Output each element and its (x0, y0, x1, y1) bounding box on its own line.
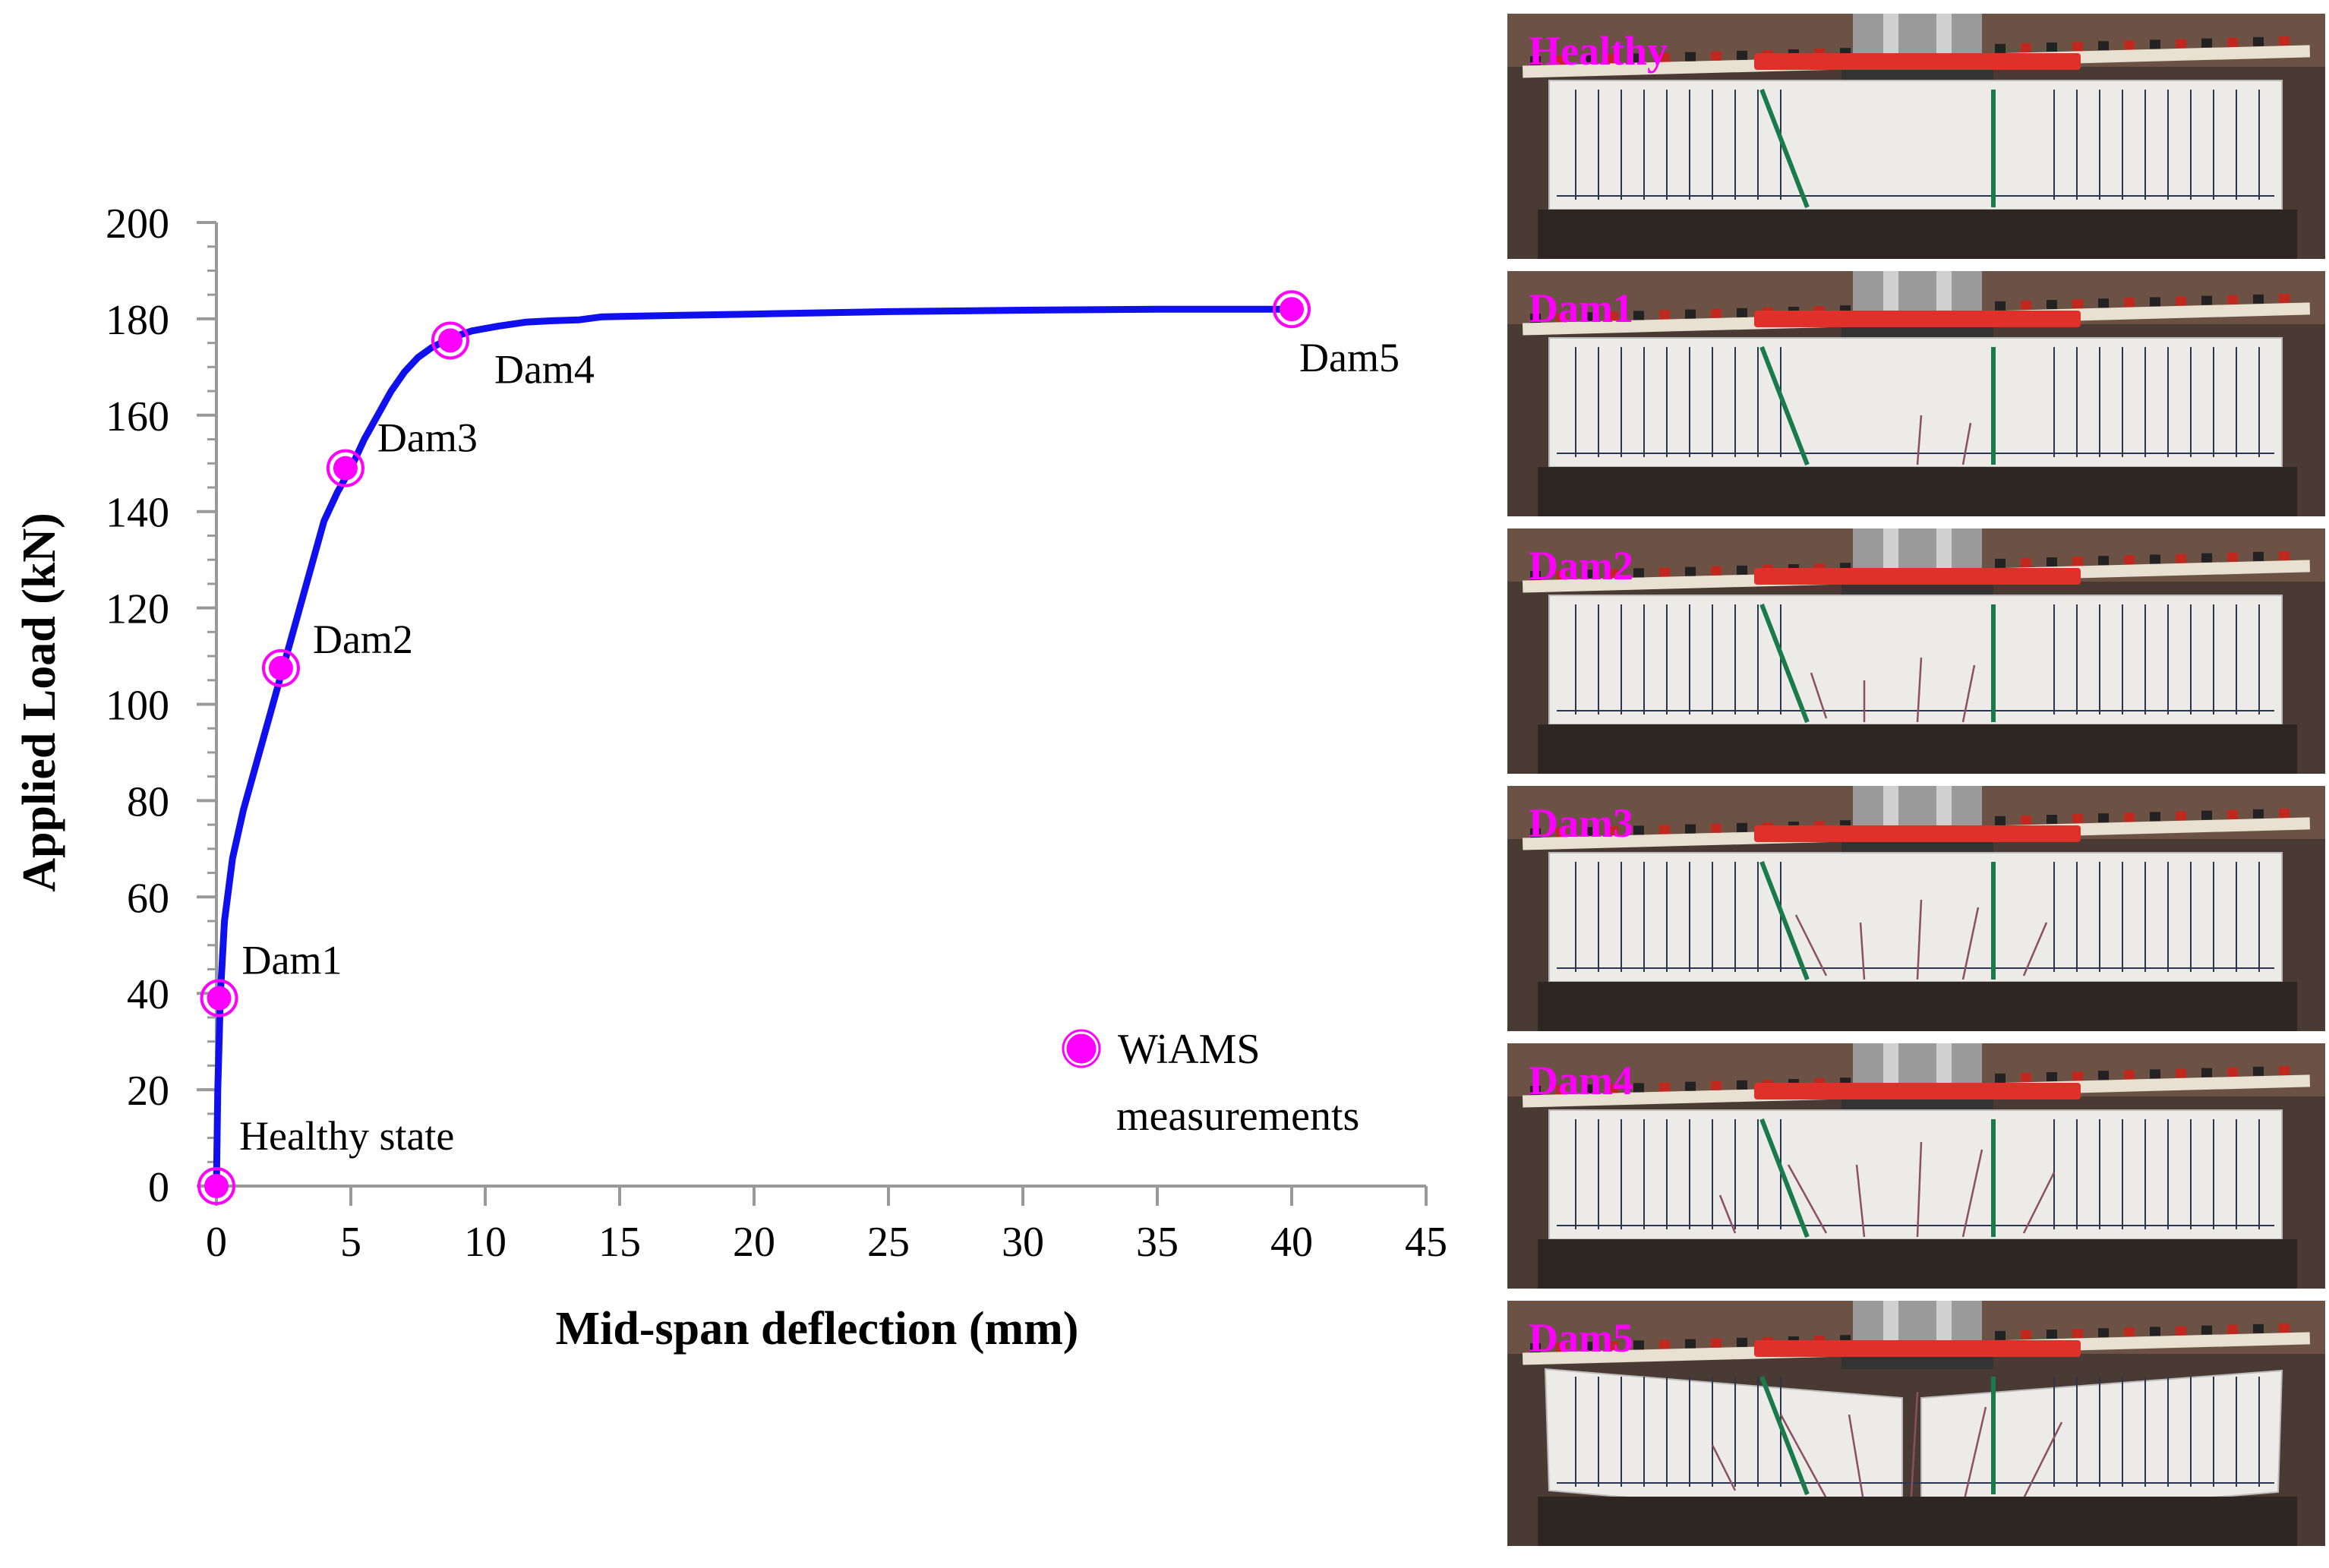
beam-photo: Healthy (1507, 14, 2325, 259)
data-point (1280, 297, 1304, 322)
y-tick-label: 180 (106, 297, 169, 344)
crack (1916, 1141, 1923, 1238)
beam-illustration (1507, 14, 2325, 259)
legend: WiAMS measurements (1062, 1026, 1359, 1140)
x-tick-label: 20 (733, 1219, 775, 1266)
legend-marker (1066, 1033, 1097, 1064)
y-tick-label: 0 (148, 1164, 169, 1211)
photo-label: Healthy (1529, 28, 1668, 74)
point-label: Dam4 (494, 346, 595, 392)
curve-layer (213, 305, 1295, 1190)
x-tick-label: 10 (464, 1219, 507, 1266)
crack (1961, 1149, 1983, 1238)
crack (1718, 1194, 1737, 1234)
data-point-ring (1273, 290, 1311, 329)
beam-photo: Dam5 (1507, 1301, 2325, 1546)
y-tick-label: 40 (127, 971, 169, 1018)
x-tick-label: 25 (867, 1219, 910, 1266)
photo-label: Dam4 (1529, 1058, 1633, 1103)
crack (1855, 1164, 1866, 1238)
data-point-ring (197, 1167, 235, 1205)
x-tick-label: 35 (1136, 1219, 1179, 1266)
x-tick-label: 0 (206, 1219, 227, 1266)
x-tick-label: 30 (1002, 1219, 1044, 1266)
crack (1810, 672, 1828, 719)
crack (1916, 657, 1923, 723)
photo-label: Dam1 (1529, 286, 1633, 331)
data-point (437, 328, 462, 353)
photo-label: Dam3 (1529, 800, 1633, 846)
y-tick-label: 80 (127, 778, 169, 825)
crack (1916, 415, 1923, 465)
y-tick-label: 20 (127, 1068, 169, 1115)
x-tick-label: 5 (340, 1219, 361, 1266)
data-point (268, 655, 293, 680)
y-tick-label: 60 (127, 875, 169, 922)
points-layer: Healthy state Dam1 Dam2 Dam3 Dam4 Dam5 (197, 290, 1400, 1205)
y-tick-label: 120 (106, 586, 169, 633)
y-tick-label: 160 (106, 393, 169, 440)
legend-text-2: measurements (1116, 1093, 1359, 1140)
crack (1859, 922, 1866, 980)
crack (1916, 899, 1923, 980)
crack (1848, 1414, 1866, 1506)
crack (1961, 907, 1980, 980)
x-tick-label: 45 (1405, 1219, 1447, 1266)
y-tick-label: 140 (106, 490, 169, 537)
point-label: Dam5 (1299, 335, 1400, 380)
x-tick-label: 40 (1270, 1219, 1313, 1266)
y-axis-label: Applied Load (kN) (14, 513, 65, 892)
point-label: Dam2 (313, 617, 413, 662)
load-deflection-chart: 0 20 40 60 80 100 120 140 160 180 200 0 5 10 15 20 25 30 3… (14, 200, 1447, 1355)
photo-label: Dam5 (1529, 1315, 1633, 1361)
y-tick-label: 200 (106, 200, 169, 248)
crack (1779, 1414, 1828, 1499)
beam-illustration (1507, 1043, 2325, 1289)
axis-ticks: 0 20 40 60 80 100 120 140 160 180 200 0 5 10 15 20 25 30 3… (106, 200, 1447, 1266)
crack (1711, 1444, 1737, 1491)
point-label: Dam3 (377, 415, 478, 461)
data-point-ring (261, 648, 300, 687)
crack (2022, 1172, 2056, 1234)
beam-photo: Dam1 (1507, 271, 2325, 516)
beam-photo: Dam3 (1507, 786, 2325, 1031)
crack (2022, 922, 2048, 976)
x-tick-label: 15 (598, 1219, 641, 1266)
crack (1961, 1406, 1987, 1506)
beam-photo: Dam4 (1507, 1043, 2325, 1289)
legend-marker-ring (1062, 1029, 1101, 1068)
data-point-ring (431, 321, 469, 360)
data-point-ring (326, 449, 364, 487)
crack (1787, 1164, 1828, 1234)
photo-label: Dam2 (1529, 543, 1633, 588)
beam-illustration (1507, 528, 2325, 774)
beam-illustration (1507, 1301, 2325, 1546)
load-curve (213, 305, 1295, 1190)
data-point (333, 456, 358, 481)
point-label: Healthy state (239, 1113, 454, 1159)
y-tick-label: 100 (106, 683, 169, 730)
crack (2022, 1421, 2063, 1499)
crack (1794, 914, 1828, 976)
beam-illustration (1507, 786, 2325, 1031)
legend-text-1: WiAMS (1118, 1026, 1261, 1073)
data-point (207, 986, 232, 1011)
crack (1961, 664, 1976, 723)
crack (1961, 422, 1972, 465)
x-axis-label: Mid-span deflection (mm) (556, 1303, 1079, 1355)
data-point (204, 1174, 229, 1198)
data-point-ring (200, 979, 238, 1017)
beam-photo: Dam2 (1507, 528, 2325, 774)
point-label: Dam1 (242, 938, 342, 983)
beam-illustration (1507, 271, 2325, 516)
